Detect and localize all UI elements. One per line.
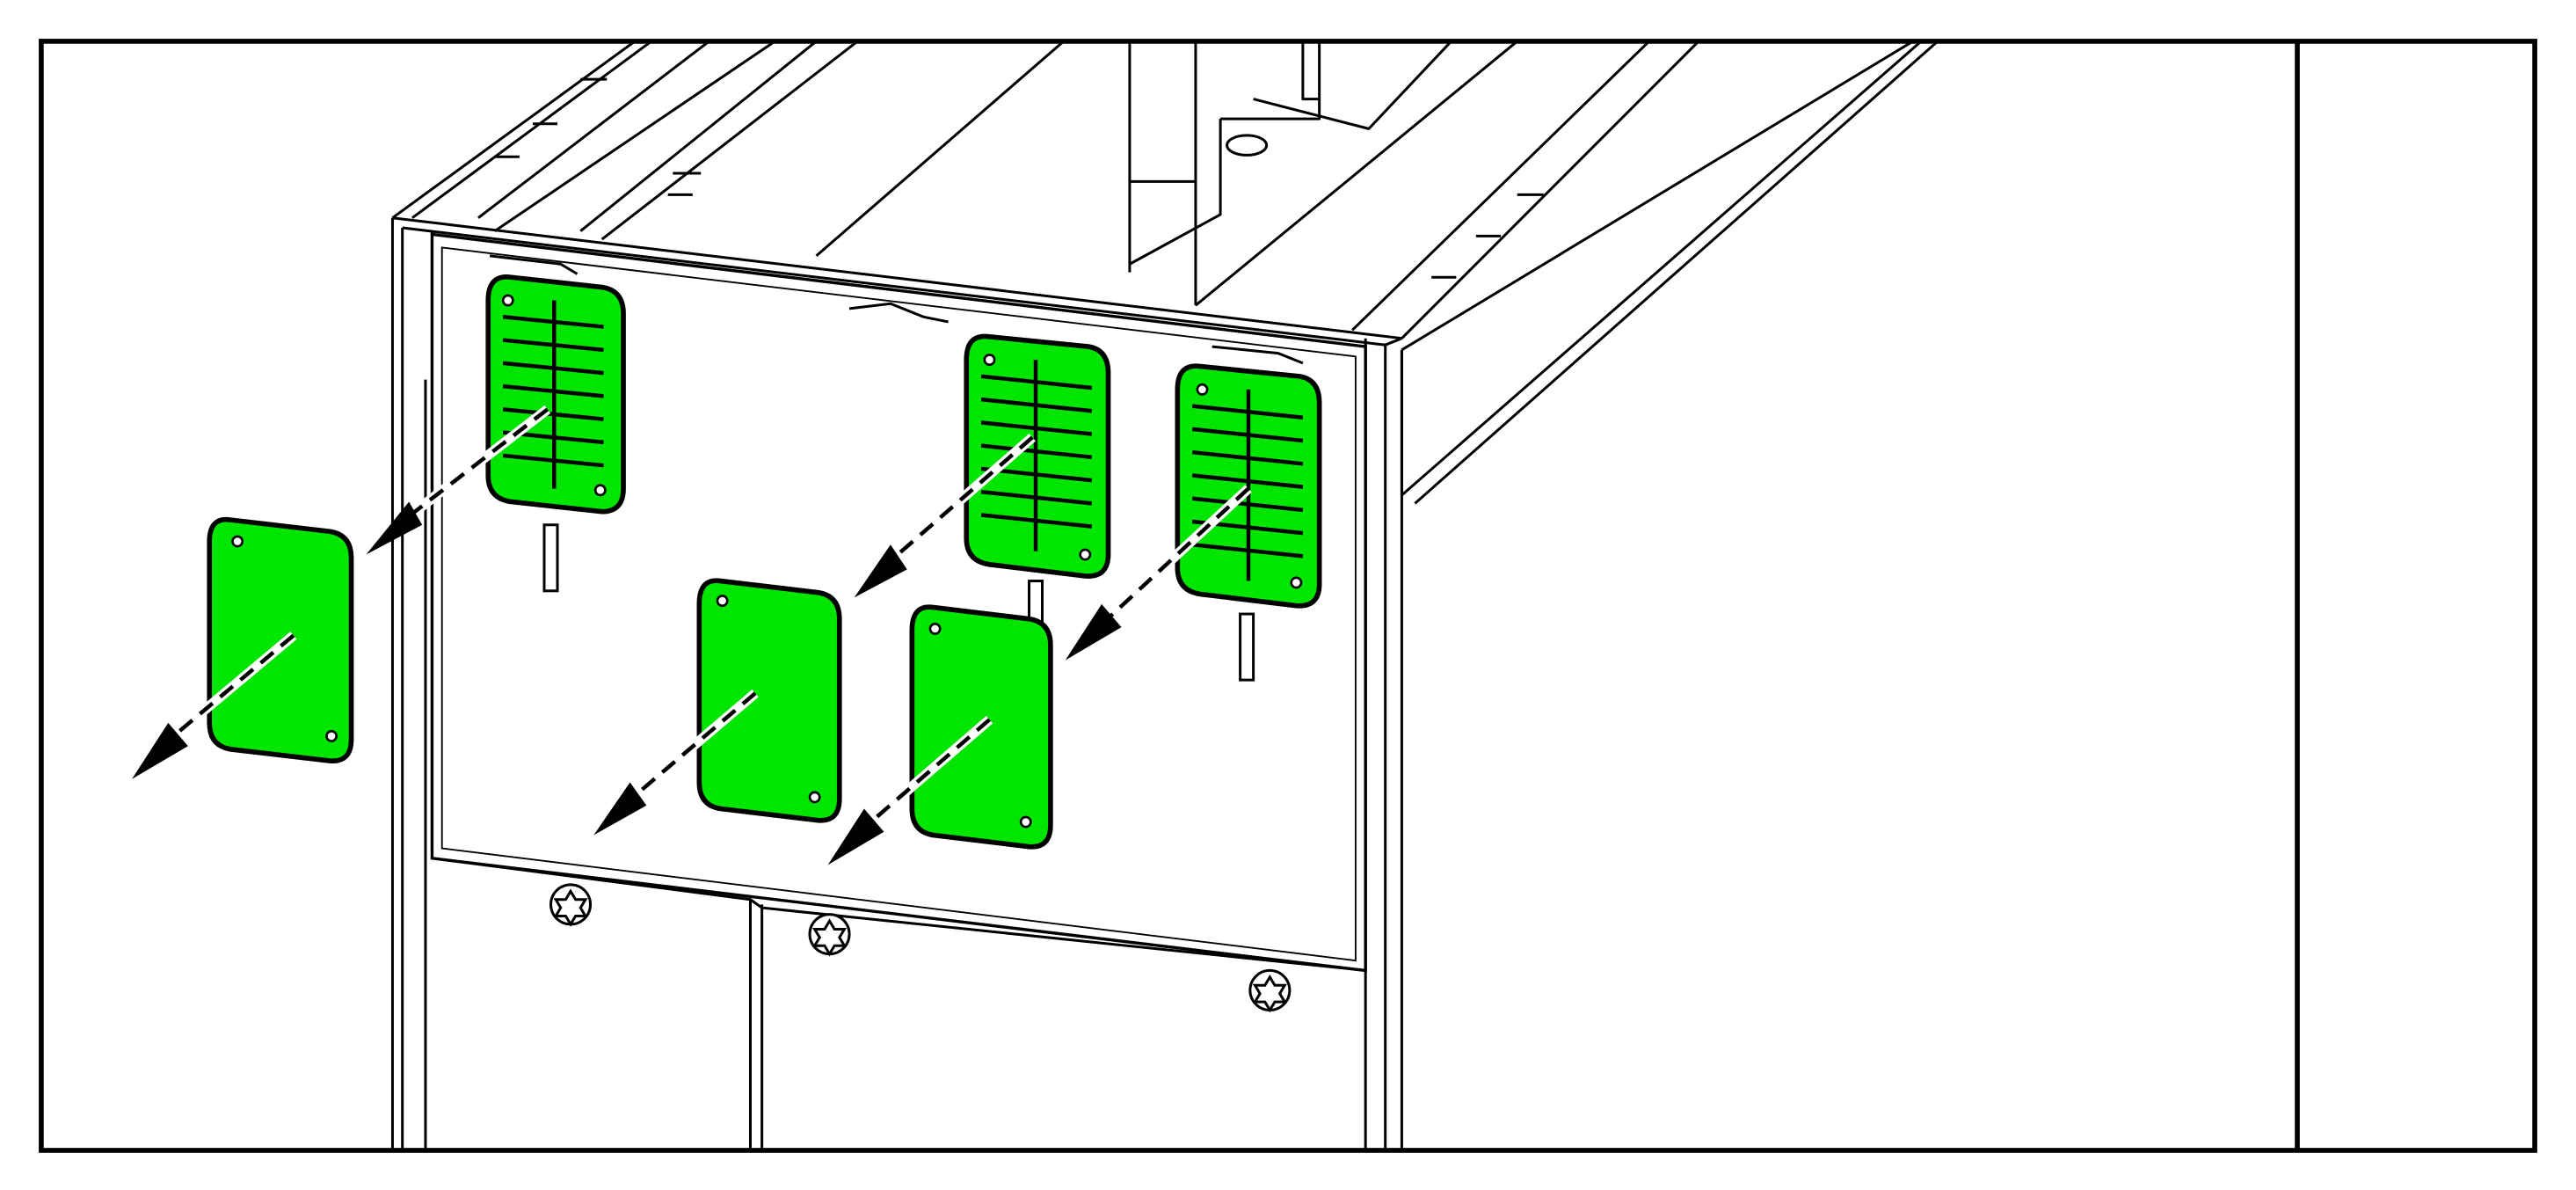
grommet-plate-icon: [1175, 363, 1322, 609]
torx-screw-icon: [1248, 968, 1292, 1013]
grommet-plates: [485, 274, 1322, 609]
removal-arrows: [132, 405, 1252, 865]
torx-screws: [549, 883, 1292, 1013]
removal-arrow-icon: [132, 405, 551, 779]
grommet-plate-icon: [485, 274, 626, 515]
grommet-plate-icon: [964, 333, 1111, 579]
cover-plate-icon: [696, 578, 842, 823]
cabinet-body: [390, 40, 1939, 1150]
torx-screw-icon: [549, 883, 593, 927]
removal-arrow-icon: [827, 715, 993, 865]
torx-screw-icon: [808, 913, 851, 957]
removal-arrow-icon: [593, 434, 1036, 836]
removal-arrow-icon: [1065, 485, 1252, 661]
lower-door-panels: [432, 857, 1366, 1150]
drawing-frame: [39, 39, 2537, 1153]
